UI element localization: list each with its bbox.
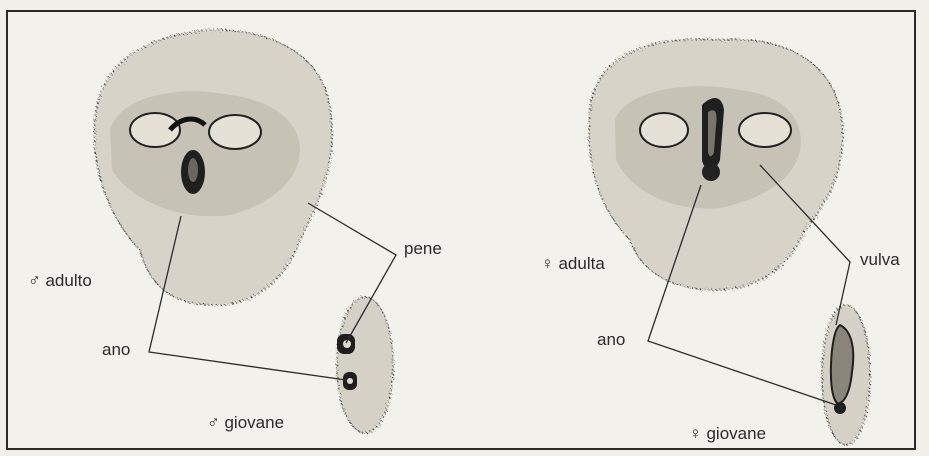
label-female-adult: ♀ adulta: [541, 255, 605, 272]
female-young-hindquarters: [822, 305, 870, 445]
label-female-anus: ano: [597, 331, 625, 348]
male-adult-hindquarters: [94, 30, 332, 305]
label-male-adult: ♂ adulto: [28, 272, 92, 289]
male-young-hindquarters: [337, 297, 393, 433]
label-female-vulva: vulva: [860, 251, 900, 268]
label-male-young: ♂ giovane: [207, 414, 284, 431]
label-female-young: ♀ giovane: [689, 425, 766, 442]
label-male-anus: ano: [102, 341, 130, 358]
label-male-penis: pene: [404, 240, 442, 257]
female-adult-hindquarters: [589, 39, 843, 290]
